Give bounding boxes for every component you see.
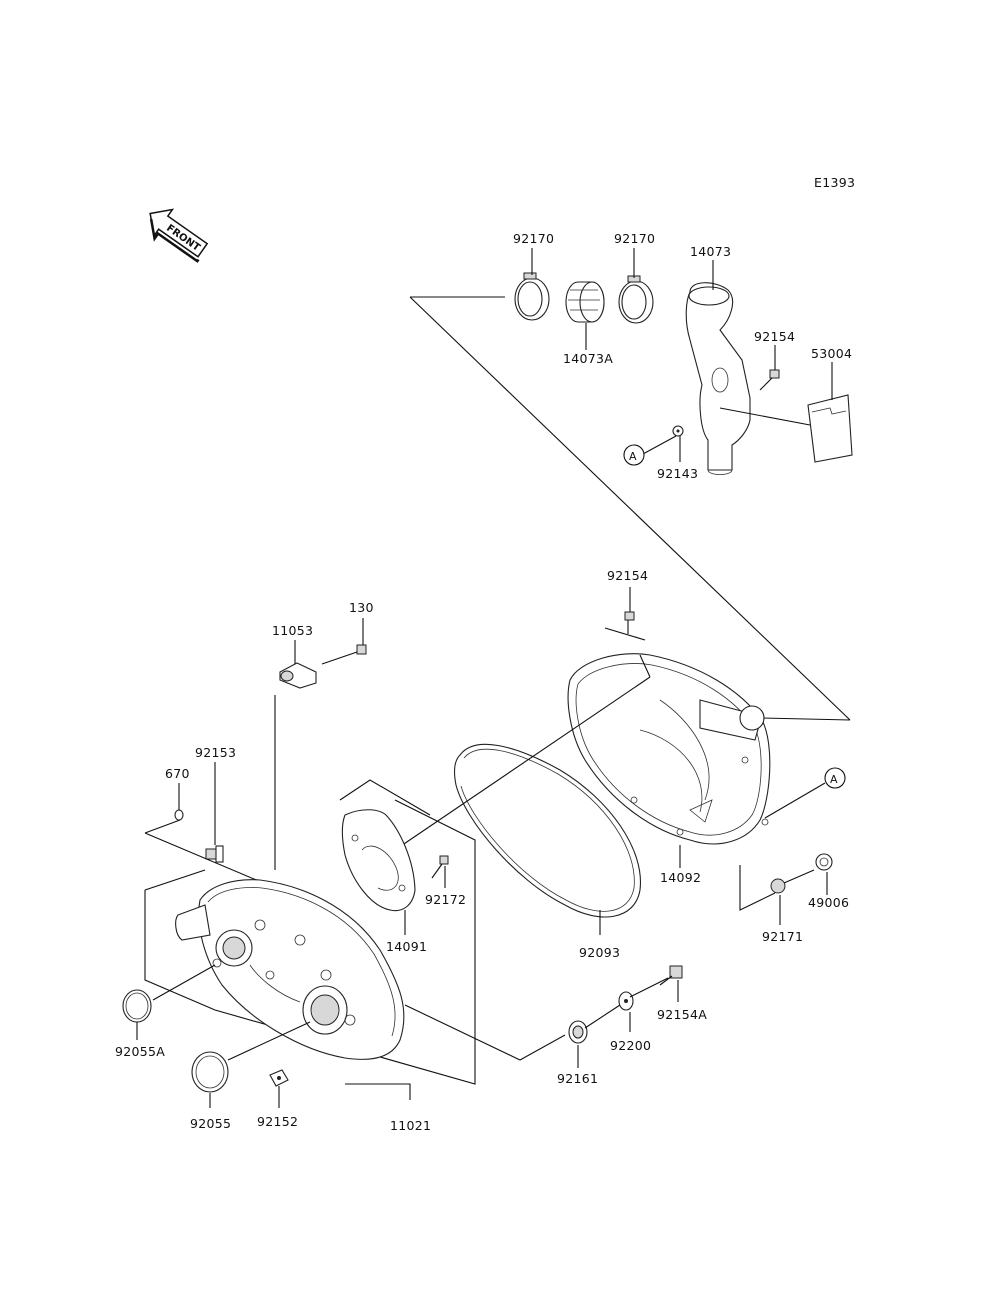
fitting-92171 [770,869,815,894]
washer-670 [174,809,184,821]
label-92055A: 92055A [115,1044,165,1059]
clamp-92170-right [618,275,654,324]
leader-line [629,977,669,998]
diagram-code: E1393 [814,175,855,190]
sleeve-14073A [565,281,605,323]
label-92093: 92093 [579,945,620,960]
o-ring-92055 [191,1051,229,1093]
label-49006: 49006 [808,895,849,910]
svg-text:A: A [830,773,838,786]
duct-14073 [685,282,751,475]
leader-line [227,1021,311,1061]
label-11053: 11053 [272,623,313,638]
washer-92152 [269,1069,289,1087]
leader-line [639,654,651,678]
label-92171: 92171 [762,929,803,944]
label-92154-mid: 92154 [607,568,648,583]
leader-line [404,1004,566,1061]
front-arrow-icon: FRONT [149,208,209,263]
label-92152: 92152 [257,1114,298,1129]
washer-92143 [672,425,684,437]
reference-marker-a-top: A [623,444,645,466]
leader-line [761,717,851,721]
leader-line [604,627,646,641]
label-92143: 92143 [657,466,698,481]
label-14091: 14091 [386,939,427,954]
leader-line [719,407,811,426]
label-92170-left: 92170 [513,231,554,246]
grommet-92161 [568,1020,588,1044]
leader-line [345,1083,411,1100]
label-14073: 14073 [690,244,731,259]
leader-line [409,296,851,721]
label-92172: 92172 [425,892,466,907]
label-14073A: 14073A [563,351,613,366]
label-53004: 53004 [811,346,852,361]
reference-marker-a-right: A [824,767,846,789]
label-14092: 14092 [660,870,701,885]
gasket-92093 [454,743,642,918]
label-130: 130 [349,600,374,615]
bracket-11053 [279,662,317,689]
label-11021: 11021 [390,1118,431,1133]
bolt-92154A [659,965,683,986]
leader-line [764,782,826,819]
label-92200: 92200 [610,1038,651,1053]
leader-line [339,779,431,816]
label-plate-53004 [807,394,853,463]
leader-line [642,435,677,455]
o-ring-92055A [122,989,152,1023]
outer-cover-14092 [567,653,771,845]
leader-line [152,964,216,1001]
svg-text:A: A [629,450,637,463]
label-92153: 92153 [195,745,236,760]
label-670: 670 [165,766,190,781]
label-92154-top: 92154 [754,329,795,344]
plate-14091 [341,809,416,912]
clamp-92170-left [514,272,550,321]
bolt-92154-mid [624,611,635,634]
leader-line [584,1004,621,1029]
bolt-92154-top [759,369,780,391]
leader-line [144,869,206,891]
label-92161: 92161 [557,1071,598,1086]
bolt-92172 [431,855,449,879]
label-92154A: 92154A [657,1007,707,1022]
label-92170-right: 92170 [614,231,655,246]
washer-92200 [618,991,634,1011]
leader-line [739,865,776,911]
plug-92153 [205,845,224,863]
label-92055: 92055 [190,1116,231,1131]
inner-cover-11021 [175,879,405,1060]
cap-49006 [815,853,833,871]
bolt-130 [321,644,367,665]
